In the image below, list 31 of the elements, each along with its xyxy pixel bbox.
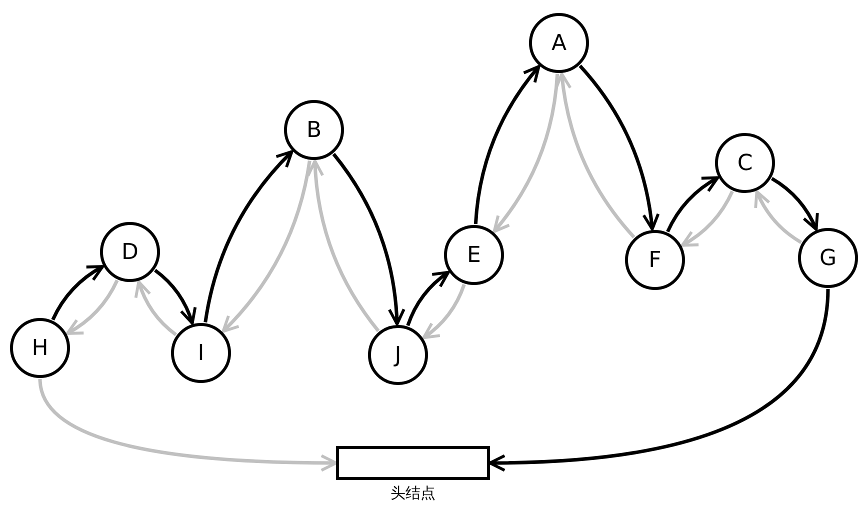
- tree-node-circle: E: [444, 225, 504, 285]
- arrow: [754, 190, 802, 244]
- arrow: [578, 64, 660, 231]
- arrow: [134, 280, 178, 336]
- arrow: [154, 268, 196, 325]
- tree-node-circle: I: [171, 323, 231, 383]
- tree-node-circle: J: [368, 325, 428, 385]
- tree-node-circle: F: [625, 230, 685, 290]
- tree-node-circle: B: [284, 100, 344, 160]
- arrow: [204, 150, 294, 323]
- arrow: [332, 152, 406, 326]
- arrow: [770, 177, 818, 231]
- tree-node-circle: D: [100, 222, 160, 282]
- arrow: [666, 176, 720, 232]
- node-caption: 头结点: [390, 484, 436, 503]
- arrow: [51, 265, 104, 321]
- arrow: [474, 65, 540, 224]
- arrow: [680, 190, 734, 247]
- tree-node-circle: G: [798, 228, 858, 288]
- tree-node-circle: C: [715, 133, 775, 193]
- arrow: [406, 270, 450, 326]
- arrow: [488, 288, 830, 472]
- arrow: [38, 378, 338, 472]
- arrow: [222, 160, 312, 333]
- arrow: [492, 74, 560, 233]
- arrow: [422, 284, 466, 340]
- tree-node-circle: H: [10, 318, 70, 378]
- arrow: [66, 279, 119, 335]
- head-node-box: [336, 446, 490, 480]
- tree-node-circle: A: [529, 13, 589, 73]
- arrow: [306, 160, 380, 332]
